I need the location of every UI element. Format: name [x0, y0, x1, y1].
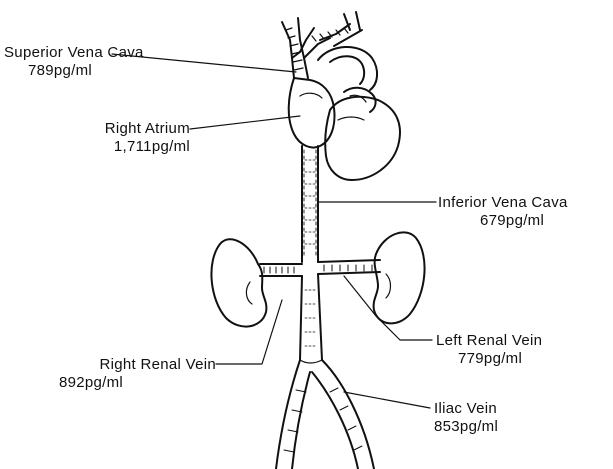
inferior-vena-cava-name: Inferior Vena Cava [438, 194, 568, 212]
right-renal-vein-shape [260, 264, 302, 276]
left-renal-vein-shape [318, 260, 380, 274]
heart-ventricles-shape [325, 97, 400, 180]
leader-line-left-renal-vein [344, 276, 432, 340]
right-atrium-value: 1,711pg/ml [70, 138, 190, 156]
right-atrium-shape [289, 78, 335, 148]
aortic-arch-shape [318, 47, 377, 112]
inferior-vena-cava-shape [302, 146, 318, 262]
superior-vena-cava-name: Superior Vena Cava [4, 44, 116, 62]
left-renal-vein-name: Left Renal Vein [436, 332, 542, 350]
right-renal-vein-name: Right Renal Vein [26, 356, 216, 374]
left-kidney-shape [374, 232, 425, 323]
iliac-vein-name: Iliac Vein [434, 400, 498, 418]
right-renal-vein-value: 892pg/ml [26, 374, 216, 392]
right-kidney-shape [211, 239, 266, 326]
leader-line-right-renal-vein [216, 300, 282, 364]
label-superior-vena-cava: Superior Vena Cava 789pg/ml [4, 44, 116, 80]
iliac-veins-shape [276, 360, 374, 469]
superior-vena-cava-shape [282, 12, 362, 78]
leader-line-right-atrium [190, 116, 300, 129]
label-iliac-vein: Iliac Vein 853pg/ml [434, 400, 498, 436]
label-left-renal-vein: Left Renal Vein 779pg/ml [436, 332, 542, 368]
inferior-vena-cava-value: 679pg/ml [438, 212, 568, 230]
leader-line-iliac-vein [344, 392, 430, 408]
label-right-atrium: Right Atrium 1,711pg/ml [70, 120, 190, 156]
label-right-renal-vein: Right Renal Vein 892pg/ml [26, 356, 216, 392]
lower-ivc-shape [300, 274, 322, 360]
superior-vena-cava-value: 789pg/ml [4, 62, 116, 80]
label-inferior-vena-cava: Inferior Vena Cava 679pg/ml [438, 194, 568, 230]
right-atrium-name: Right Atrium [70, 120, 190, 138]
iliac-vein-value: 853pg/ml [434, 418, 498, 436]
left-renal-vein-value: 779pg/ml [436, 350, 542, 368]
